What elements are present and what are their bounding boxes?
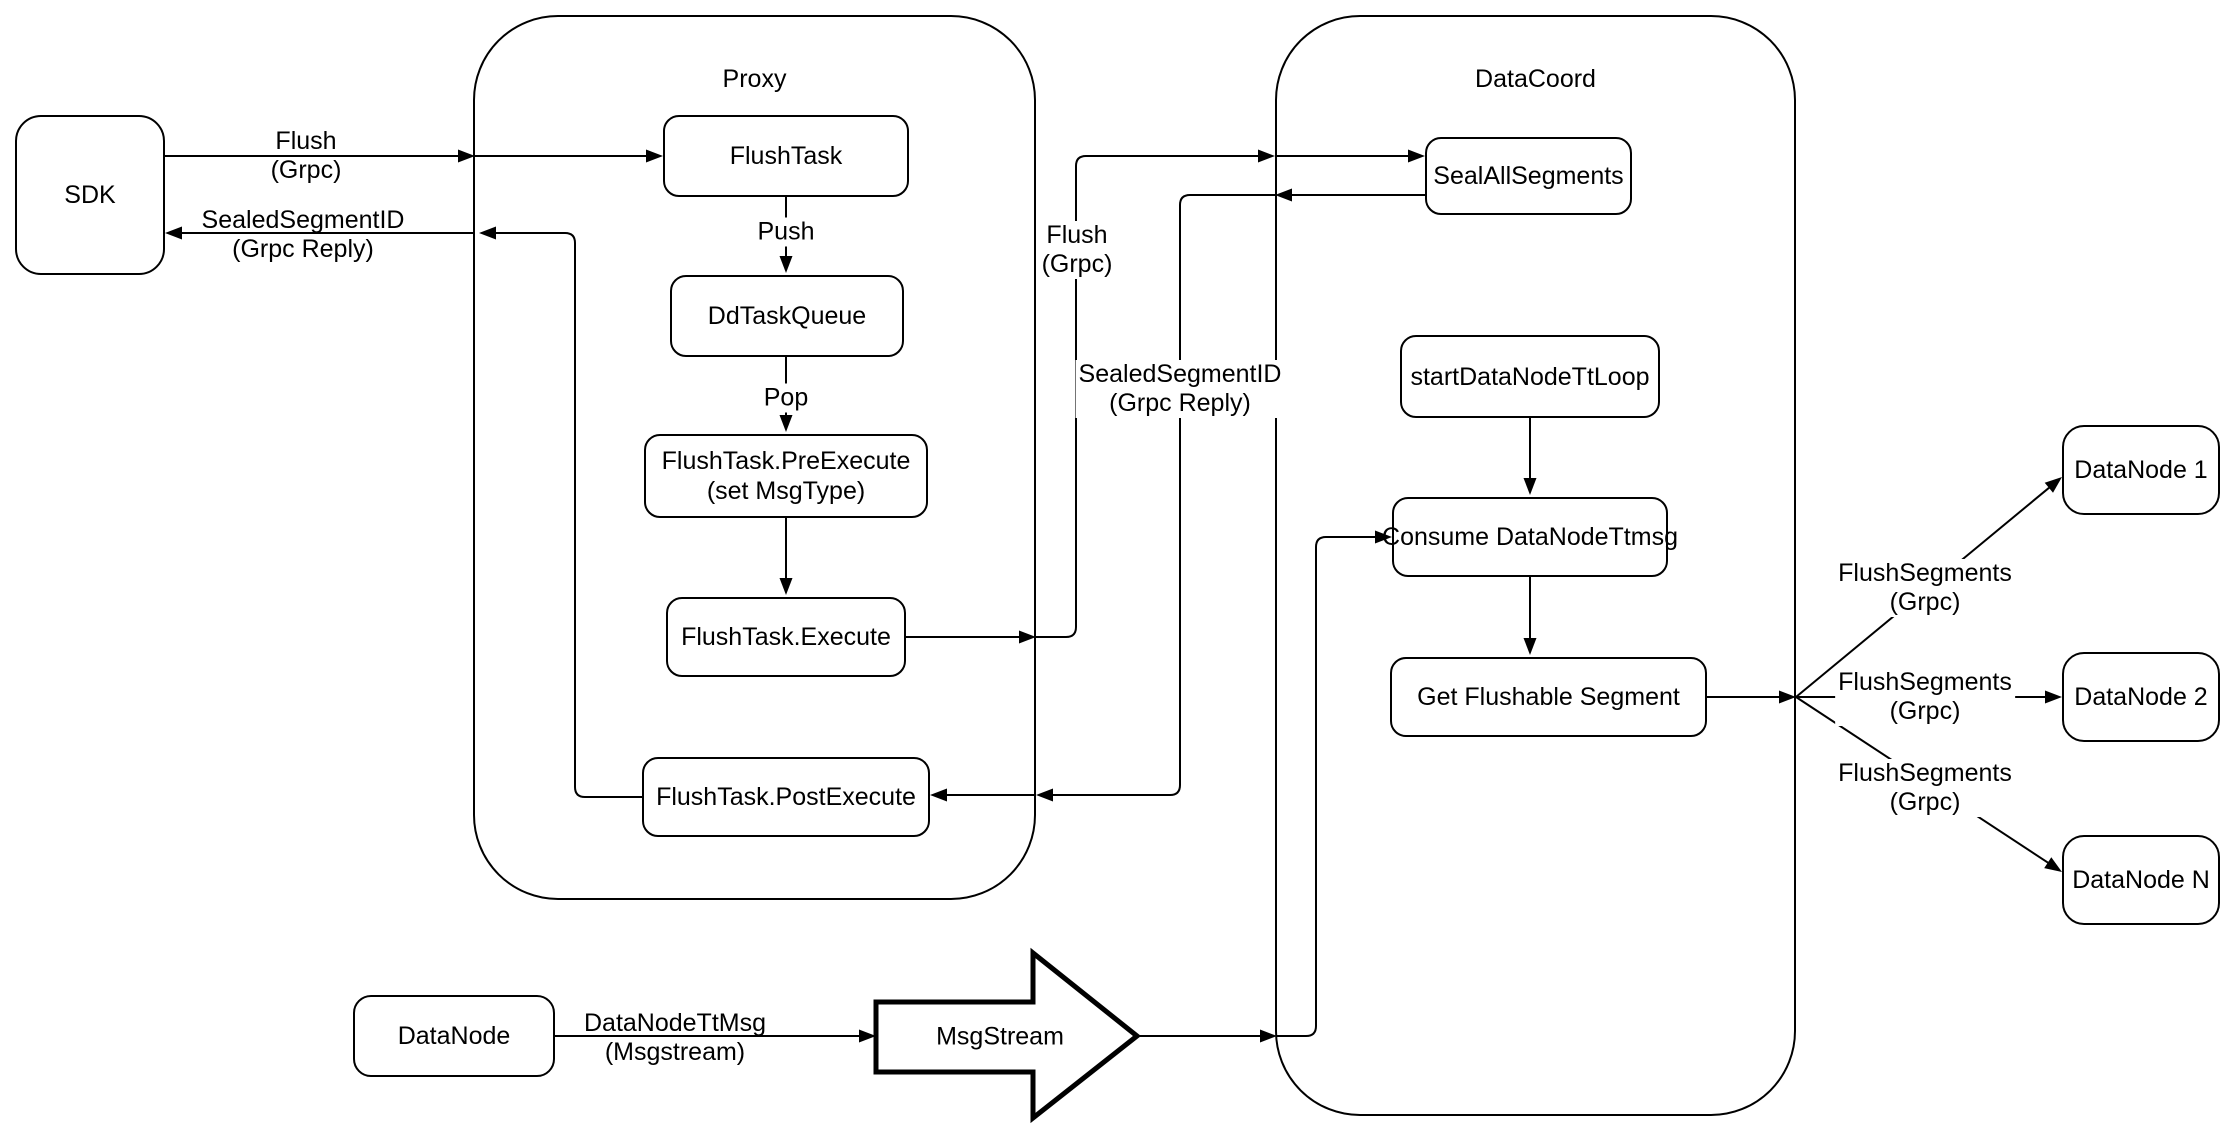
node-label: DataNode N	[2072, 866, 2210, 894]
msgstream-shape-label: MsgStream	[936, 1022, 1064, 1051]
node-label: DdTaskQueue	[707, 302, 867, 330]
node-ddtaskqueue[interactable]: DdTaskQueue	[670, 275, 904, 357]
node-label: FlushTask.PreExecute	[661, 447, 911, 475]
edge-label-flushsegments-1: FlushSegments (Grpc)	[1835, 559, 2015, 617]
arrowhead	[1019, 630, 1036, 644]
edge-sdk-to-flushtask	[165, 149, 663, 163]
edge-line	[1277, 536, 1375, 1037]
node-sublabel: (set MsgType)	[706, 477, 866, 505]
edge-label-flush-grpc-sdk: Flush (Grpc)	[270, 127, 342, 184]
arrowhead	[2044, 857, 2062, 872]
arrowhead	[930, 788, 947, 802]
arrowhead	[646, 149, 663, 163]
arrowhead	[2045, 690, 2062, 704]
node-sdk[interactable]: SDK	[15, 115, 165, 275]
arrowhead	[779, 256, 793, 273]
edge-datanode-to-msgstream	[555, 1029, 876, 1043]
node-sealallsegments[interactable]: SealAllSegments	[1425, 137, 1632, 215]
arrowhead	[1523, 478, 1537, 495]
node-flushtask[interactable]: FlushTask	[663, 115, 909, 197]
edge-sealallsegments-to-postexecute	[930, 188, 1425, 802]
arrowhead	[479, 226, 496, 240]
edge-label-sealedsegmentid-sdk: SealedSegmentID (Grpc Reply)	[201, 206, 405, 263]
node-startdatanodettloop[interactable]: startDataNodeTtLoop	[1400, 335, 1660, 418]
node-label: DataNode	[397, 1022, 511, 1050]
edge-label-pop: Pop	[760, 383, 812, 413]
proxy-container-title: Proxy	[722, 65, 787, 93]
node-datanoden[interactable]: DataNode N	[2062, 835, 2220, 925]
arrowhead	[1375, 530, 1392, 544]
arrowhead	[165, 226, 182, 240]
node-postexecute[interactable]: FlushTask.PostExecute	[642, 757, 930, 837]
arrowhead	[1260, 1029, 1277, 1043]
node-consumedatanodettmsg[interactable]: Consume DataNodeTtmsg	[1382, 497, 1678, 577]
msgstream-big-arrow-shape[interactable]	[873, 947, 1142, 1124]
edge-postexecute-to-sdk	[165, 226, 642, 798]
edge-startdatanodettloop-to-consume	[1523, 418, 1537, 495]
arrowhead	[779, 578, 793, 595]
arrowhead	[859, 1029, 876, 1043]
node-label: startDataNodeTtLoop	[1410, 362, 1650, 391]
node-preexecute[interactable]: FlushTask.PreExecute (set MsgType)	[644, 434, 928, 518]
node-label: FlushTask.PostExecute	[656, 783, 916, 811]
node-label: DataNode 1	[2074, 456, 2208, 484]
node-label: FlushTask.Execute	[681, 623, 891, 651]
proxy-container[interactable]: Proxy	[473, 15, 1036, 900]
arrowhead	[1275, 188, 1292, 202]
node-datanode1[interactable]: DataNode 1	[2062, 425, 2220, 515]
node-label: SealAllSegments	[1433, 162, 1624, 190]
edge-line	[496, 232, 642, 798]
edge-preexecute-to-execute	[779, 518, 793, 595]
edge-consume-to-getflushable	[1523, 577, 1537, 655]
arrowhead	[2044, 477, 2062, 493]
node-label: FlushTask	[729, 142, 843, 170]
edge-label-datanodettmsg: DataNodeTtMsg (Msgstream)	[583, 1009, 767, 1066]
edge-label-flush-grpc-datacoord: Flush (Grpc)	[1038, 221, 1116, 279]
node-label: Consume DataNodeTtmsg	[1382, 523, 1678, 551]
edge-msgstream-to-consume	[1137, 530, 1392, 1043]
edge-label-flushsegments-2: FlushSegments (Grpc)	[1835, 668, 2015, 726]
node-getflushablesegment[interactable]: Get Flushable Segment	[1390, 657, 1707, 737]
arrowhead	[458, 149, 475, 163]
big-arrow-outline[interactable]	[873, 947, 1142, 1124]
edge-label-push: Push	[754, 217, 818, 247]
edge-label-flushsegments-3: FlushSegments (Grpc)	[1835, 759, 2015, 817]
node-datanode2[interactable]: DataNode 2	[2062, 652, 2220, 742]
edge-getflushable-to-fanout	[1707, 690, 1796, 704]
arrowhead	[1258, 149, 1275, 163]
edge-label-sealedsegmentid-datacoord: SealedSegmentID (Grpc Reply)	[1075, 360, 1285, 418]
node-label: SDK	[64, 181, 116, 209]
datacoord-container-title: DataCoord	[1475, 65, 1596, 93]
node-label: Get Flushable Segment	[1417, 683, 1680, 711]
node-label: DataNode 2	[2074, 683, 2208, 711]
arrowhead	[1779, 690, 1796, 704]
edge-line	[1053, 194, 1275, 796]
node-datanode-bottom[interactable]: DataNode	[353, 995, 555, 1077]
node-execute[interactable]: FlushTask.Execute	[666, 597, 906, 677]
arrowhead	[1036, 788, 1053, 802]
arrowhead	[1523, 638, 1537, 655]
datacoord-container[interactable]: DataCoord	[1275, 15, 1796, 1116]
arrowhead	[1408, 149, 1425, 163]
arrowhead	[779, 415, 793, 432]
